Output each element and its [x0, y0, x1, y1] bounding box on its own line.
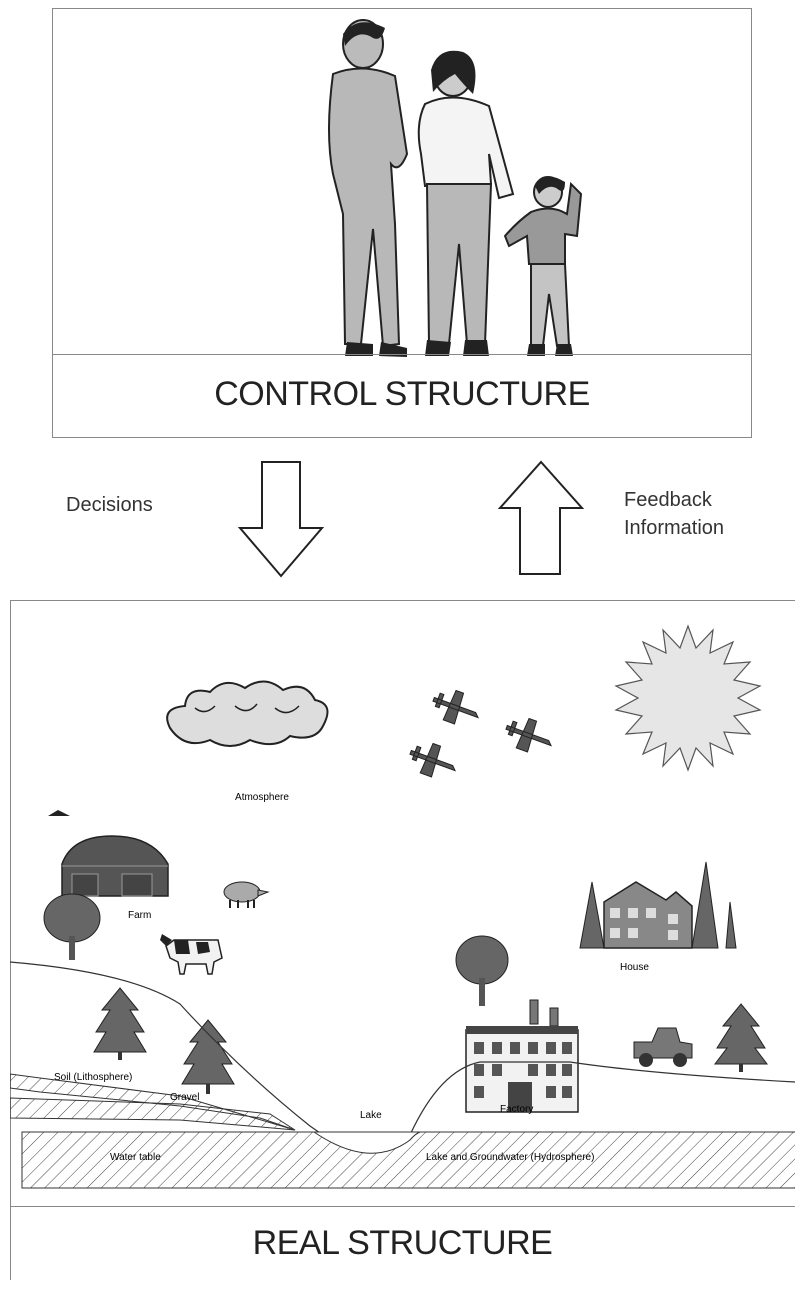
gravel-layer	[10, 1097, 296, 1131]
feedback-label-line2: Information	[624, 517, 725, 539]
truck-icon	[633, 1027, 693, 1067]
child-figure	[503, 176, 583, 356]
pine-tree-icon	[93, 987, 147, 1060]
airplane-icon	[505, 717, 553, 753]
decisions-label: Decisions	[66, 494, 153, 516]
control-structure-box: CONTROL STRUCTURE	[52, 8, 752, 438]
real-divider	[10, 1206, 795, 1207]
father-figure	[328, 19, 409, 357]
groundwater-label: Lake and Groundwater (Hydrosphere)	[426, 1152, 594, 1163]
atmosphere-label: Atmosphere	[235, 792, 289, 803]
airplane-icon	[409, 742, 457, 778]
real-structure-title: REAL STRUCTURE	[252, 1224, 553, 1262]
pig-icon	[223, 881, 270, 908]
environment-scene: Atmosphere Farm House	[10, 624, 795, 1189]
house-label: House	[620, 962, 649, 973]
lake-label: Lake	[360, 1110, 382, 1121]
barn-icon	[48, 810, 169, 897]
decisions-arrow-icon	[237, 461, 325, 578]
lake	[312, 1131, 421, 1154]
control-divider	[53, 354, 751, 355]
farm-label: Farm	[128, 910, 151, 921]
control-structure-title: CONTROL STRUCTURE	[214, 375, 590, 413]
arrows-area	[237, 460, 585, 578]
tree-icon	[455, 935, 509, 1006]
pine-tree-icon	[181, 1019, 235, 1094]
cloud-icon	[166, 680, 329, 747]
factory-icon	[465, 999, 579, 1113]
feedback-label: Feedback Information	[624, 486, 724, 542]
tree-icon	[43, 893, 101, 960]
mother-figure	[417, 50, 515, 356]
feedback-label-line1: Feedback	[624, 489, 712, 511]
gravel-label: Gravel	[170, 1092, 199, 1103]
pine-tree-icon	[714, 1003, 768, 1072]
house-icon	[579, 861, 737, 949]
real-structure-box	[10, 600, 795, 1280]
family-illustration	[328, 19, 583, 357]
airplane-icon	[432, 689, 480, 725]
feedback-arrow-icon	[497, 460, 585, 575]
factory-label: Factory	[500, 1104, 533, 1115]
cow-icon	[160, 934, 223, 975]
water-table-label: Water table	[110, 1152, 161, 1163]
sun-icon	[614, 624, 762, 772]
soil-label: Soil (Lithosphere)	[54, 1072, 132, 1083]
